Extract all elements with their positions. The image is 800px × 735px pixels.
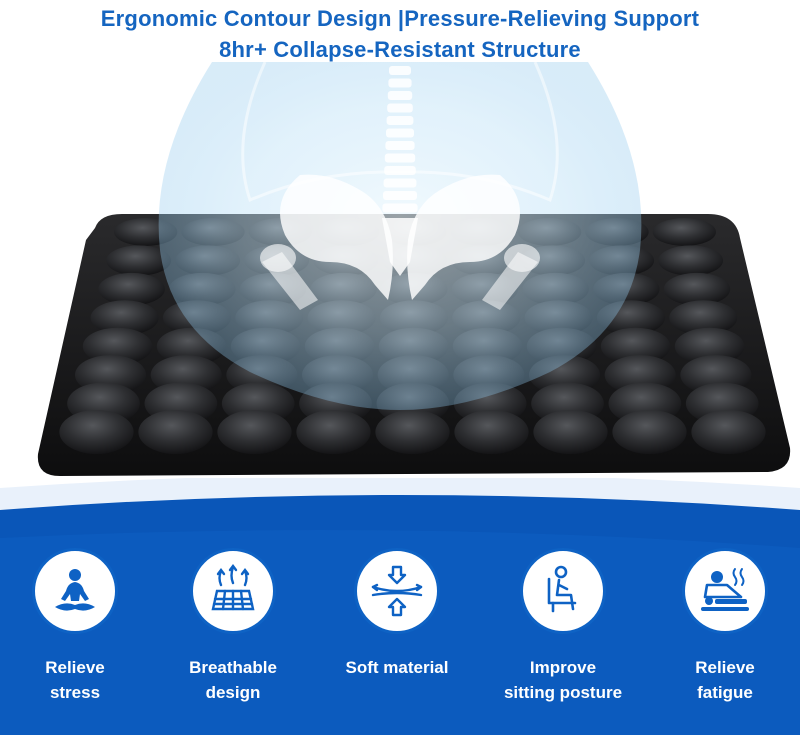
sitting-posture-icon <box>520 548 606 634</box>
feature-label: Breathable design <box>189 658 277 702</box>
cushion-air-cell <box>691 410 766 454</box>
cushion-air-cell <box>296 410 371 454</box>
spine-vertebra <box>383 178 417 188</box>
cushion-air-cell <box>674 327 745 365</box>
spine-vertebra <box>382 203 418 213</box>
cushion-air-cell <box>82 327 153 365</box>
spine-vertebra <box>387 103 413 113</box>
cushion-air-cell <box>600 327 671 365</box>
spine-vertebra <box>385 141 415 150</box>
cushion-air-cell <box>138 410 213 454</box>
cushion-air-cell <box>454 410 529 454</box>
cushion-air-cell <box>658 245 724 276</box>
spine-vertebra <box>384 153 416 163</box>
feature-label: Relieve stress <box>45 658 105 702</box>
spine-vertebra <box>389 66 411 75</box>
cushion-air-cell <box>669 300 738 336</box>
massage-icon <box>682 548 768 634</box>
feature-soft-material: Soft material <box>322 548 472 680</box>
breathable-mesh-icon <box>190 548 276 634</box>
cushion-air-cell <box>59 410 134 454</box>
cushion-air-cell <box>217 410 292 454</box>
feature-label: Soft material <box>345 658 449 677</box>
spine-vertebra <box>386 128 414 138</box>
meditation-icon <box>32 548 118 634</box>
cushion-air-cell <box>652 218 716 246</box>
cushion-air-cell <box>612 410 687 454</box>
cushion-air-cell <box>106 245 172 276</box>
spine-vertebra <box>386 116 414 125</box>
cushion-air-cell <box>375 410 450 454</box>
cushion-air-cell <box>533 410 608 454</box>
feature-breathable-design: Breathable design <box>158 548 308 705</box>
feature-improve-posture: Improve sitting posture <box>488 548 638 705</box>
feature-label: Improve sitting posture <box>503 658 623 702</box>
headline-line-2: 8hr+ Collapse-Resistant Structure <box>219 37 581 62</box>
product-image <box>37 61 791 476</box>
feature-label: Relieve fatigue <box>695 658 755 702</box>
cushion-air-cell <box>98 272 165 306</box>
feature-relieve-fatigue: Relieve fatigue <box>650 548 800 705</box>
body-xray-illustration <box>158 61 642 410</box>
cushion-air-cell <box>663 272 731 306</box>
cushion-air-cell <box>90 300 159 336</box>
headline-line-1: Ergonomic Contour Design |Pressure-Relie… <box>100 6 700 31</box>
soft-material-icon <box>354 548 440 634</box>
spine-vertebra <box>384 166 416 175</box>
feature-relieve-stress: Relieve stress <box>0 548 150 705</box>
spine-vertebra <box>383 191 417 200</box>
spine-vertebra <box>388 78 412 88</box>
spine-vertebra <box>387 91 413 100</box>
